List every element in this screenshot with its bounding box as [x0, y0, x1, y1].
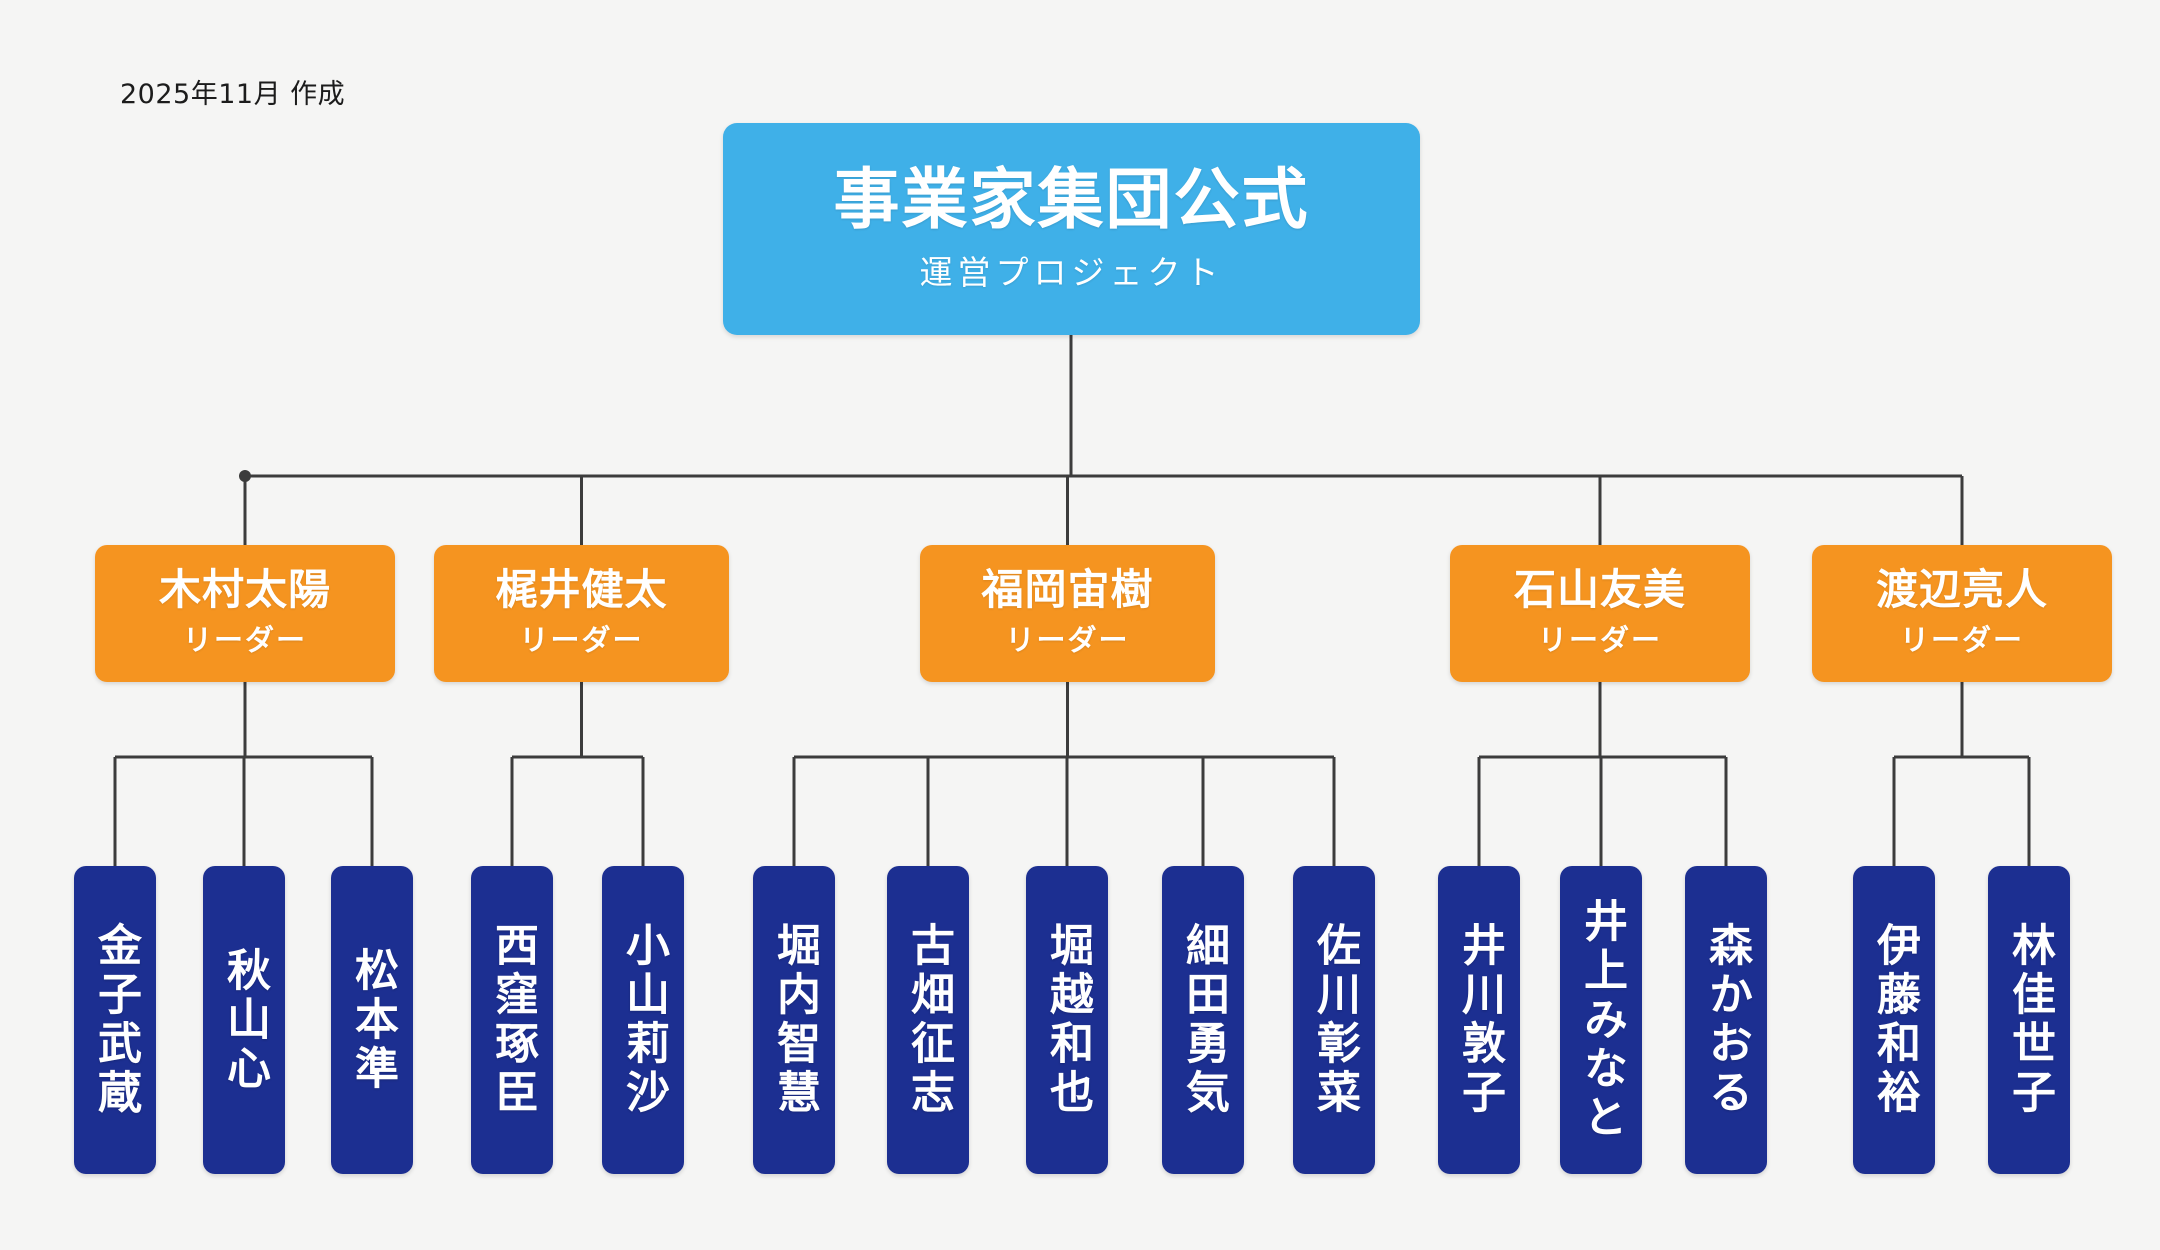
- date-caption: 2025年11月 作成: [120, 79, 346, 110]
- member-name: 佐川彰菜: [1309, 922, 1360, 1118]
- leader-role: リーダー: [1537, 622, 1662, 657]
- member-name: 秋山心: [219, 946, 270, 1094]
- member-node[interactable]: 井上みなと: [1560, 866, 1642, 1174]
- member-name: 細田勇気: [1178, 922, 1229, 1118]
- member-node[interactable]: 堀内智慧: [753, 866, 835, 1174]
- member-node[interactable]: 堀越和也: [1026, 866, 1108, 1174]
- leader-name: 梶井健太: [495, 565, 668, 615]
- leader-node[interactable]: 渡辺亮人リーダー: [1812, 545, 2112, 682]
- leader-node[interactable]: 福岡宙樹リーダー: [920, 545, 1215, 682]
- root-node-project[interactable]: 事業家集団公式 運営プロジェクト: [723, 123, 1420, 335]
- member-node[interactable]: 小山莉沙: [602, 866, 684, 1174]
- member-node[interactable]: 森かおる: [1685, 866, 1767, 1174]
- member-name: 松本準: [347, 946, 398, 1094]
- leader-name: 福岡宙樹: [981, 565, 1154, 615]
- member-name: 古畑征志: [903, 922, 954, 1118]
- member-node[interactable]: 古畑征志: [887, 866, 969, 1174]
- member-node[interactable]: 伊藤和裕: [1853, 866, 1935, 1174]
- leader-name: 木村太陽: [158, 565, 331, 615]
- member-node[interactable]: 松本準: [331, 866, 413, 1174]
- root-node-title: 事業家集団公式: [833, 161, 1310, 239]
- member-name: 堀内智慧: [769, 922, 820, 1118]
- member-name: 井川敦子: [1454, 922, 1505, 1118]
- member-node[interactable]: 秋山心: [203, 866, 285, 1174]
- root-node-subtitle: 運営プロジェクト: [919, 252, 1224, 292]
- member-name: 西窪琢臣: [487, 922, 538, 1118]
- member-node[interactable]: 井川敦子: [1438, 866, 1520, 1174]
- leader-node[interactable]: 石山友美リーダー: [1450, 545, 1750, 682]
- member-name: 堀越和也: [1042, 922, 1093, 1118]
- member-name: 小山莉沙: [618, 922, 669, 1118]
- leader-node[interactable]: 木村太陽リーダー: [95, 545, 395, 682]
- leader-node[interactable]: 梶井健太リーダー: [434, 545, 729, 682]
- leader-name: 渡辺亮人: [1875, 565, 2048, 615]
- leader-name: 石山友美: [1513, 565, 1686, 615]
- leader-role: リーダー: [1005, 622, 1130, 657]
- member-name: 井上みなと: [1576, 897, 1627, 1143]
- member-name: 金子武蔵: [90, 922, 141, 1118]
- member-node[interactable]: 西窪琢臣: [471, 866, 553, 1174]
- member-node[interactable]: 佐川彰菜: [1293, 866, 1375, 1174]
- leader-role: リーダー: [1899, 622, 2024, 657]
- member-name: 林佳世子: [2004, 922, 2055, 1118]
- member-node[interactable]: 細田勇気: [1162, 866, 1244, 1174]
- leader-role: リーダー: [182, 622, 307, 657]
- member-name: 伊藤和裕: [1869, 922, 1920, 1118]
- leader-role: リーダー: [519, 622, 644, 657]
- member-node[interactable]: 金子武蔵: [74, 866, 156, 1174]
- member-node[interactable]: 林佳世子: [1988, 866, 2070, 1174]
- member-name: 森かおる: [1701, 922, 1752, 1118]
